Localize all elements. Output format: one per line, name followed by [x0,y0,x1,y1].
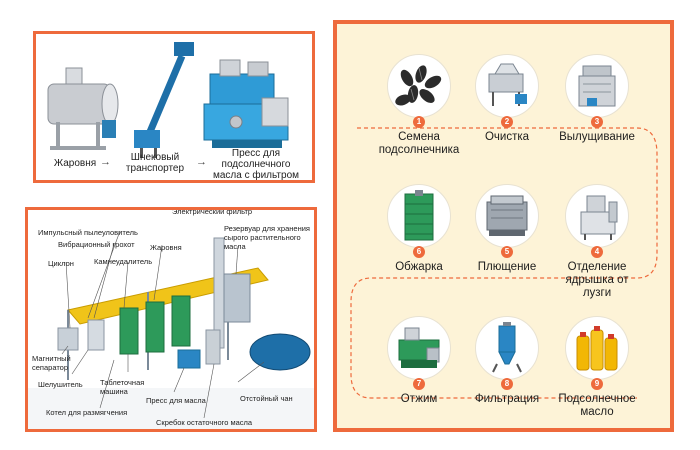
step-label: Отжим [400,393,438,405]
equipment-photo-panel: Жаровня → Шнековый транспортер → Пресс д… [33,31,315,183]
label-dust-collector: Импульсный пылеуловитель [38,228,138,237]
step-number: 6 [413,246,425,258]
step-2: 2 Очистка [461,54,553,144]
separator-icon [565,184,629,248]
screw-conveyor [134,42,194,158]
label-oil-press: Пресс для масла [146,396,206,405]
label-press: Пресс для подсолнечного масла с фильтром [212,148,300,181]
step-number: 5 [501,246,513,258]
step-number: 2 [501,116,513,128]
label-magnetic-separator: Магнитный сепаратор [32,354,71,372]
seeds-icon [387,54,451,118]
step-number: 1 [413,116,425,128]
production-line-illustration [28,230,314,429]
label-tablet-machine: Таблеточная машина [100,378,145,396]
roaster-icon [387,184,451,248]
label-huller: Шелушитель [38,380,83,389]
step-label: Подсолнечное масло [558,393,636,418]
step-label: Обжарка [395,261,443,273]
step-number: 3 [591,116,603,128]
label-top-cut: Электрический фильтр [172,207,253,216]
oil-bottles-icon [565,316,629,380]
process-flow-panel: 1 Семена подсолнечника 2 Очистка [333,20,674,432]
step-label: Вылущивание [559,131,635,143]
step-label: Семена подсолнечника [378,131,460,156]
step-7: 7 Отжим [373,316,465,406]
step-number: 8 [501,378,513,390]
press-icon [387,316,451,380]
process-flow-connector [350,127,658,399]
step-label: Отделение ядрышка от лузги [565,261,629,299]
huller-icon [565,54,629,118]
step-label: Очистка [484,131,530,143]
label-storage-tank: Резервуар для хранения сырого растительн… [224,224,310,251]
step-number: 9 [591,378,603,390]
label-conveyor: Шнековый транспортер [125,152,185,174]
label-softening-boiler: Котел для размягчения [46,408,128,417]
step-label: Фильтрация [474,393,540,405]
step-3: 3 Вылущивание [551,54,643,144]
step-8: 8 Фильтрация [461,316,553,406]
step-number: 7 [413,378,425,390]
step-6: 6 Обжарка [373,184,465,274]
step-number: 4 [591,246,603,258]
step-5: 5 Плющение [461,184,553,274]
step-9: 9 Подсолнечное масло [551,316,643,419]
step-1: 1 Семена подсолнечника [373,54,465,157]
production-line-panel: Электрический фильтр Импульсный пылеулов… [25,207,317,432]
step-4: 4 Отделение ядрышка от лузги [551,184,643,300]
step-label: Плющение [477,261,537,273]
equipment-illustration [47,42,289,158]
label-settling-tank: Отстойный чан [240,394,293,403]
arrow-2: → [196,156,207,168]
label-destoner: Камнеудалитель [94,257,153,266]
oil-press-machine [203,59,289,148]
label-residue-scraper: Скребок остаточного масла [156,418,253,427]
label-vibrating-screen: Вибрационный грохот [58,240,135,249]
cleaner-icon [475,54,539,118]
flaker-icon [475,184,539,248]
arrow-1: → [100,156,111,168]
label-roaster-b: Жаровня [150,243,182,252]
filter-icon [475,316,539,380]
roaster-machine [47,67,119,150]
label-cyclone: Циклон [48,259,74,268]
label-roaster: Жаровня [53,158,97,169]
